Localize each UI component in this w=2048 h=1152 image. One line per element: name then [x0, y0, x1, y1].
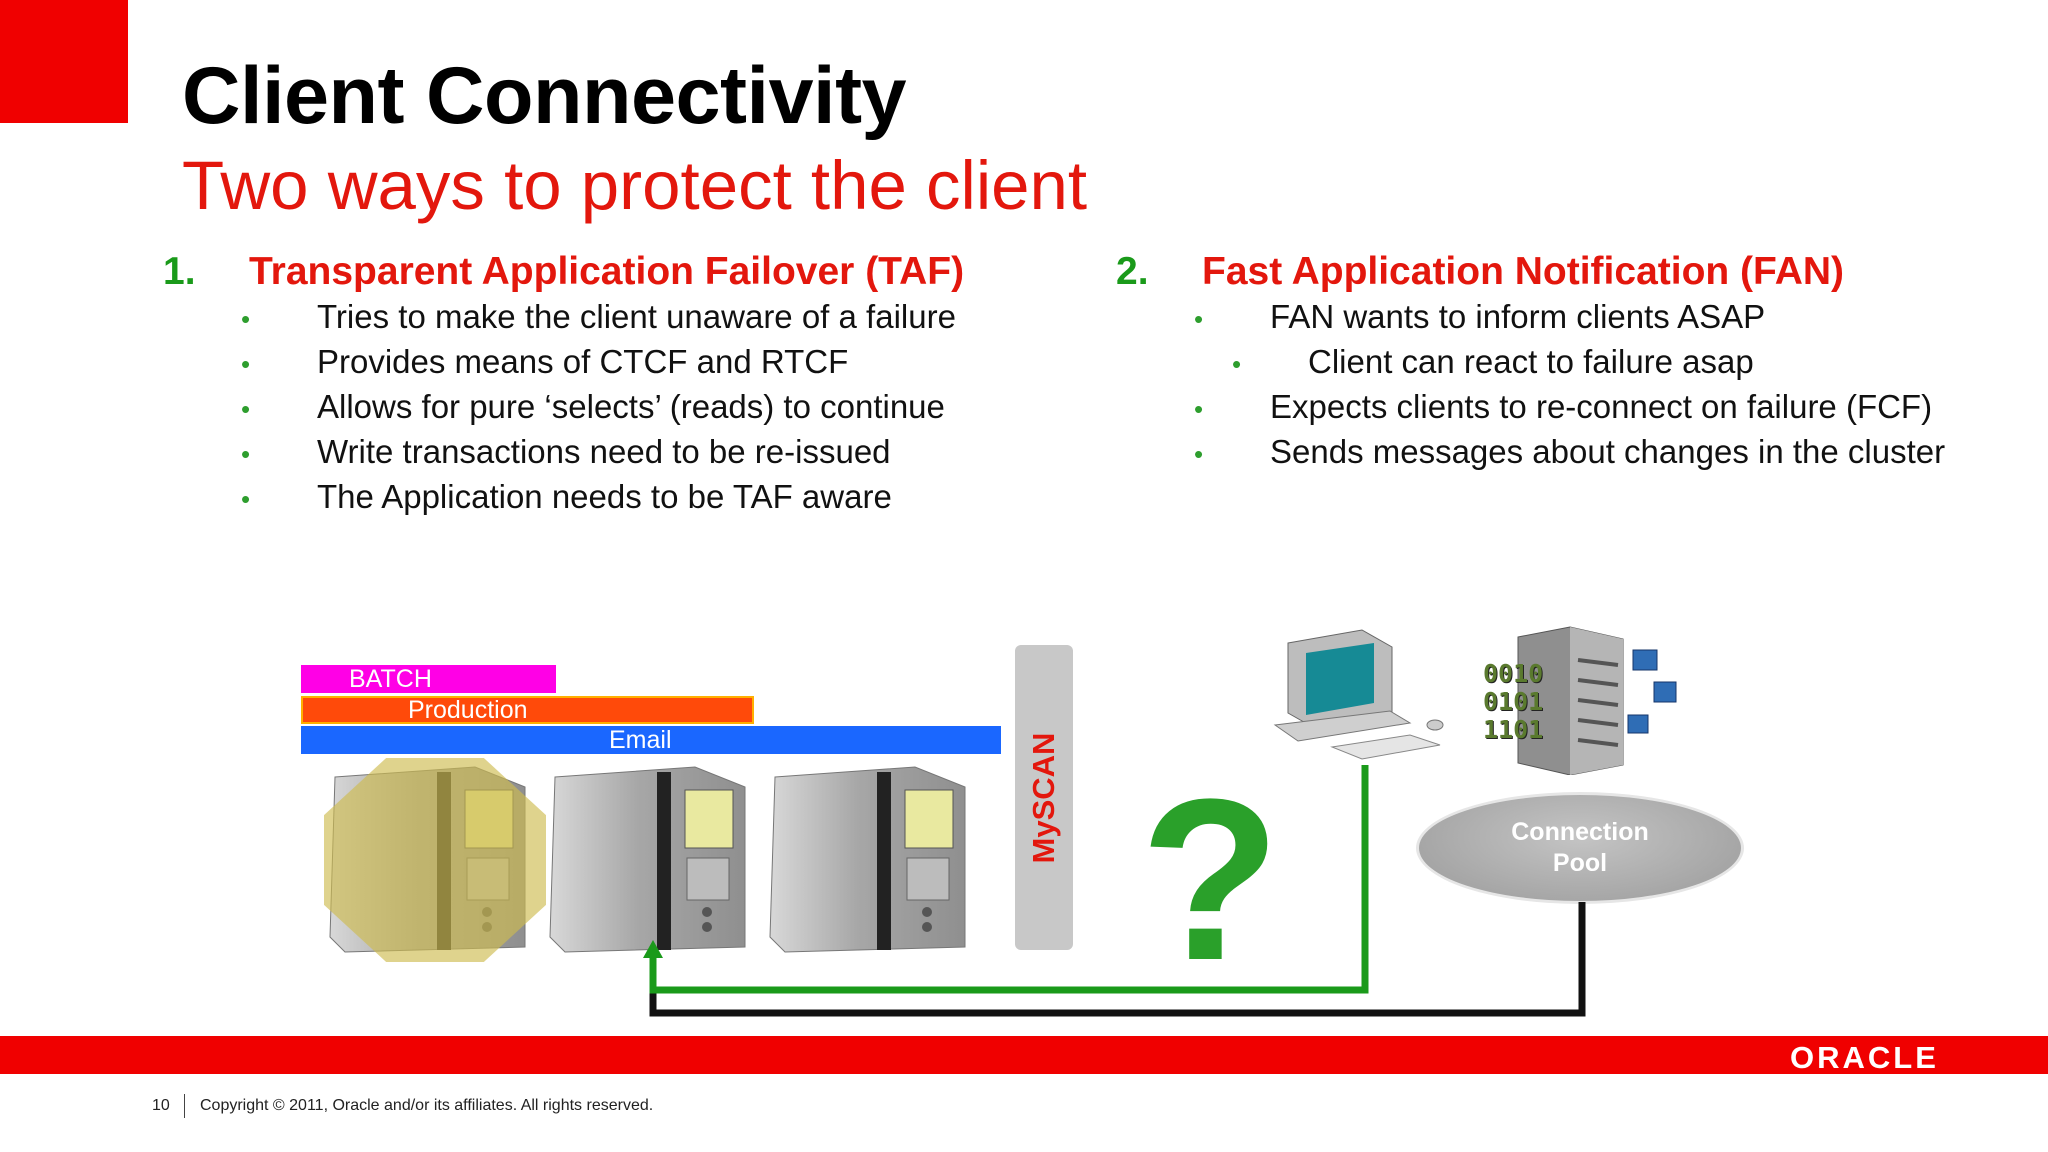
bullet-icon: • — [1232, 349, 1242, 379]
database-server-icon — [549, 766, 746, 953]
oracle-logo: ORACLE — [1790, 1040, 1939, 1075]
service-bar-production: Production — [301, 696, 754, 724]
bullet-icon: • — [241, 304, 251, 334]
service-bar-batch: BATCH — [301, 665, 556, 693]
list-item: •FAN wants to inform clients ASAP — [1194, 298, 1766, 335]
list-item: •Expects clients to re-connect on failur… — [1194, 388, 1933, 425]
list-item: •Sends messages about changes in the clu… — [1194, 433, 1946, 470]
list-item: •Provides means of CTCF and RTCF — [241, 343, 849, 380]
service-bar-email: Email — [301, 726, 1001, 754]
slide-title: Client Connectivity — [182, 51, 907, 141]
fan-number: 2. — [1116, 250, 1149, 293]
client-computer-icon — [1273, 629, 1444, 760]
list-item: •Tries to make the client unaware of a f… — [241, 298, 956, 335]
bullet-icon: • — [241, 349, 251, 379]
footer-divider — [184, 1094, 185, 1118]
copyright-text: Copyright © 2011, Oracle and/or its affi… — [200, 1097, 654, 1114]
bullet-icon: • — [1194, 304, 1204, 334]
scan-listener: MySCAN — [1015, 645, 1073, 950]
footer-band — [0, 1036, 2048, 1074]
bullet-icon: • — [241, 394, 251, 424]
fan-heading: 2. Fast Application Notification (FAN) — [1116, 250, 1945, 298]
bullet-icon: • — [241, 439, 251, 469]
list-item: •Write transactions need to be re-issued — [241, 433, 891, 470]
failed-node-highlight — [324, 758, 546, 962]
bullet-icon: • — [241, 484, 251, 514]
database-server-icon — [769, 766, 966, 953]
fan-section: 2. Fast Application Notification (FAN) •… — [1116, 250, 1945, 478]
taf-number: 1. — [163, 250, 196, 293]
fan-heading-text: Fast Application Notification (FAN) — [1202, 250, 1845, 293]
slide-subtitle: Two ways to protect the client — [182, 147, 1088, 224]
taf-heading: 1. Transparent Application Failover (TAF… — [163, 250, 964, 298]
application-server-icon — [1517, 626, 1677, 775]
binary-data: 0010 0101 1101 — [1483, 659, 1544, 744]
red-corner-accent — [0, 0, 128, 123]
scan-label: MySCAN — [1026, 732, 1061, 863]
list-item: •Allows for pure ‘selects’ (reads) to co… — [241, 388, 945, 425]
bullet-icon: • — [1194, 439, 1204, 469]
taf-section: 1. Transparent Application Failover (TAF… — [163, 250, 964, 523]
sub-list-item: •Client can react to failure asap — [1232, 343, 1754, 380]
question-mark: ? — [1140, 751, 1281, 1008]
list-item: •The Application needs to be TAF aware — [241, 478, 892, 515]
taf-heading-text: Transparent Application Failover (TAF) — [249, 250, 965, 293]
bullet-icon: • — [1194, 394, 1204, 424]
page-number: 10 — [152, 1097, 170, 1114]
connection-pool: Connection Pool — [1416, 792, 1744, 904]
